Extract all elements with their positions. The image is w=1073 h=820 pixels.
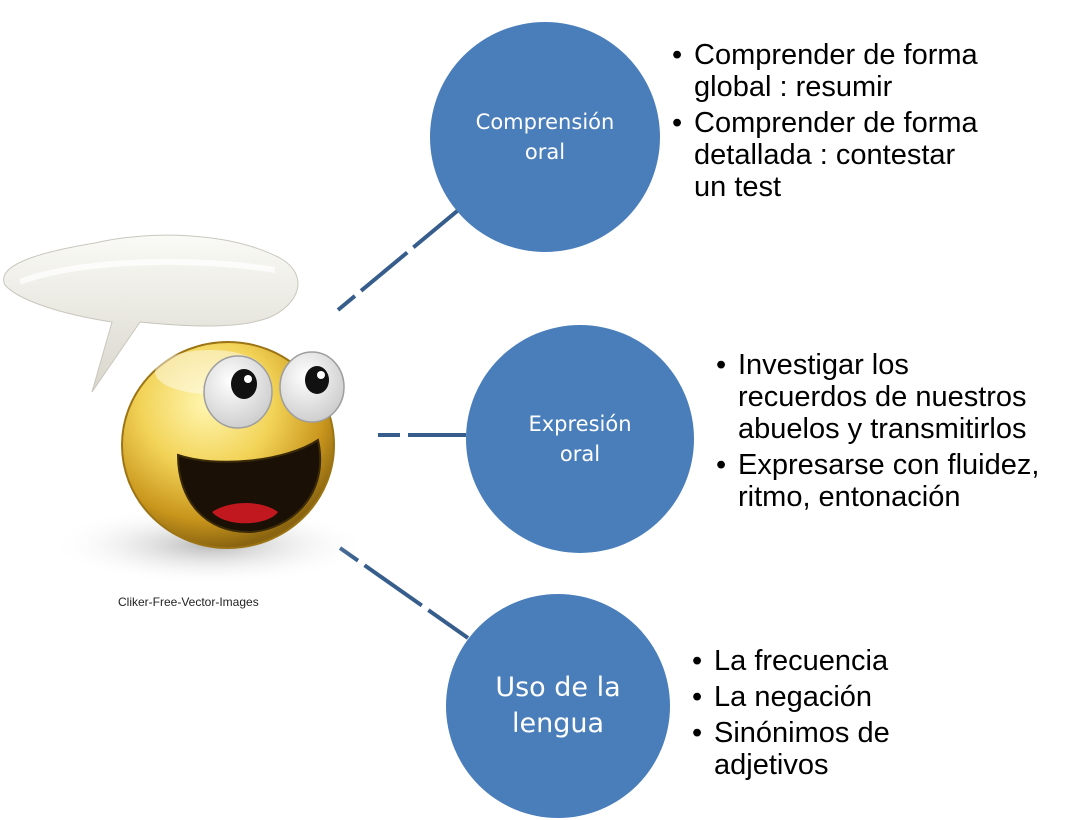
bullet-item: •La frecuencia bbox=[692, 645, 889, 677]
bullet-dot-icon: • bbox=[716, 349, 727, 381]
connectors bbox=[336, 205, 470, 640]
bullet-list-expresion: •Investigar los recuerdos de nuestros ab… bbox=[716, 349, 1066, 517]
bullet-item: •Comprender de forma global : resumir bbox=[672, 39, 978, 103]
speech-bubble-icon bbox=[3, 234, 299, 393]
bullet-item: •Comprender de forma detallada : contest… bbox=[672, 107, 978, 203]
connector-comprension bbox=[336, 205, 464, 312]
bullet-dot-icon: • bbox=[716, 449, 727, 481]
node-label: Comprensión oral bbox=[475, 110, 615, 164]
connector-uso bbox=[338, 546, 470, 640]
bullet-item: •La negación bbox=[692, 681, 873, 713]
bullet-item: •Expresarse con fluidez, ritmo, entonaci… bbox=[716, 449, 1040, 513]
bullet-dot-icon: • bbox=[692, 681, 703, 713]
smiley-mouth bbox=[176, 438, 322, 534]
node-expresion-oral: Expresión oral bbox=[466, 325, 694, 553]
bullet-dot-icon: • bbox=[692, 645, 703, 677]
bullet-item: •Sinónimos de adjetivos bbox=[692, 717, 890, 781]
smiley-eyes bbox=[203, 351, 345, 429]
smiley-illustration bbox=[3, 234, 370, 585]
node-comprension-oral: Comprensión oral bbox=[430, 22, 660, 252]
bullet-list-comprension: •Comprender de forma global : resumir •C… bbox=[672, 39, 1052, 207]
bullet-list-uso: •La frecuencia •La negación •Sinónimos d… bbox=[692, 645, 1052, 785]
node-uso-de-la-lengua: Uso de la lengua bbox=[446, 594, 670, 818]
bullet-dot-icon: • bbox=[692, 717, 703, 749]
bullet-dot-icon: • bbox=[672, 107, 683, 139]
node-label: Uso de la lengua bbox=[495, 672, 621, 739]
node-label: Expresión oral bbox=[528, 412, 632, 466]
bullet-dot-icon: • bbox=[672, 39, 683, 71]
bullet-item: •Investigar los recuerdos de nuestros ab… bbox=[716, 349, 1027, 445]
image-credit: Cliker-Free-Vector-Images bbox=[118, 595, 259, 609]
